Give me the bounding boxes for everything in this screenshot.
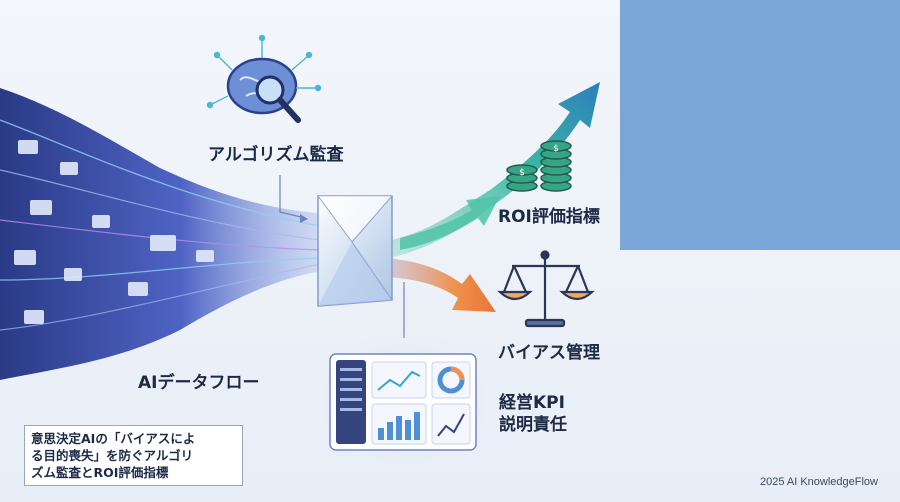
balance-scale-icon xyxy=(497,250,595,328)
label-kpi-accountability: 経営KPI 説明責任 xyxy=(499,392,567,436)
caption-box: 意思決定AIの「バイアスによ る目的喪失」を防ぐアルゴリ ズム監査とROI評価指… xyxy=(24,425,243,486)
label-roi-metrics: ROI評価指標 xyxy=(498,207,600,227)
blue-panel xyxy=(620,0,900,250)
caption-line1: 意思決定AIの「バイアスによ xyxy=(31,431,196,446)
data-card-icons xyxy=(14,140,214,324)
svg-text:$: $ xyxy=(553,144,559,154)
label-ai-data-flow: AIデータフロー xyxy=(138,373,260,393)
bias-arrow xyxy=(360,257,496,312)
caption-line3: ズム監査とROI評価指標 xyxy=(31,465,169,480)
footer-credit: 2025 AI KnowledgeFlow xyxy=(759,476,878,488)
caption-line2: る目的喪失」を防ぐアルゴリ xyxy=(31,448,194,463)
label-kpi-line2: 説明責任 xyxy=(499,415,567,435)
label-algorithm-audit: アルゴリズム監査 xyxy=(208,145,344,165)
svg-text:$: $ xyxy=(519,168,525,178)
audit-connector xyxy=(279,175,306,219)
coin-stack-icon: $ $ xyxy=(506,140,572,192)
label-bias-management: バイアス管理 xyxy=(498,343,600,363)
ai-data-flow-stream xyxy=(0,88,330,380)
brain-magnifier-icon xyxy=(206,34,322,123)
prism-icon xyxy=(317,195,393,307)
label-kpi-line1: 経営KPI xyxy=(499,393,565,413)
dashboard-icon xyxy=(329,353,477,451)
